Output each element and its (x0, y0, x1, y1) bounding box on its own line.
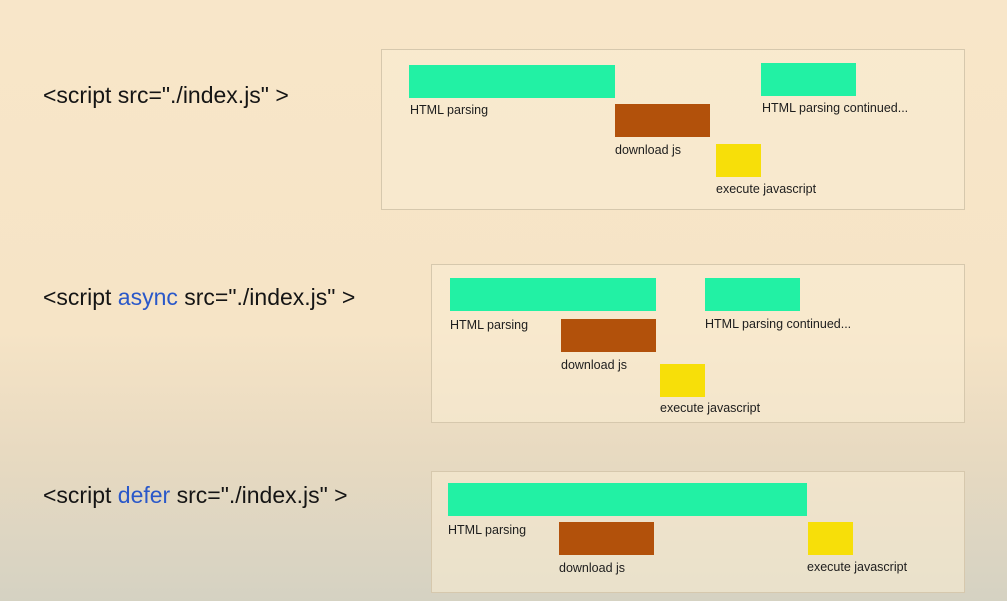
label-execute-javascript: execute javascript (807, 560, 908, 574)
label-html-parsing: HTML parsing (450, 318, 529, 332)
bar-html-parsing (450, 278, 656, 311)
code-suffix: src="./index.js" > (170, 482, 348, 508)
code-suffix: src="./index.js" > (117, 82, 289, 108)
code-prefix: <script (43, 284, 118, 310)
code-suffix: src="./index.js" > (177, 284, 356, 310)
label-html-parsing-continued: HTML parsing continued... (705, 317, 852, 331)
code-script-defer: <script defer src="./index.js" > (43, 484, 348, 507)
label-download-js: download js (615, 143, 682, 157)
bar-download-js (561, 319, 656, 352)
label-download-js: download js (559, 561, 626, 575)
code-script-normal: <script src="./index.js" > (43, 84, 289, 107)
bar-html-parsing-continued (705, 278, 800, 311)
code-prefix: <script (43, 482, 118, 508)
label-download-js: download js (561, 358, 628, 372)
bar-html-parsing-continued (761, 63, 856, 96)
bar-html-parsing (409, 65, 615, 98)
code-keyword-async: async (117, 284, 178, 310)
bar-execute-javascript (660, 364, 705, 397)
code-script-async: <script async src="./index.js" > (43, 286, 355, 309)
label-execute-javascript: execute javascript (716, 182, 817, 196)
bar-download-js (615, 104, 710, 137)
label-execute-javascript: execute javascript (660, 401, 761, 415)
bar-execute-javascript (716, 144, 761, 177)
bar-html-parsing (448, 483, 807, 516)
code-keyword-defer: defer (117, 482, 171, 508)
label-html-parsing: HTML parsing (410, 103, 489, 117)
bar-download-js (559, 522, 654, 555)
code-prefix: <script (43, 82, 118, 108)
bar-execute-javascript (808, 522, 853, 555)
label-html-parsing: HTML parsing (448, 523, 527, 537)
label-html-parsing-continued: HTML parsing continued... (762, 101, 909, 115)
